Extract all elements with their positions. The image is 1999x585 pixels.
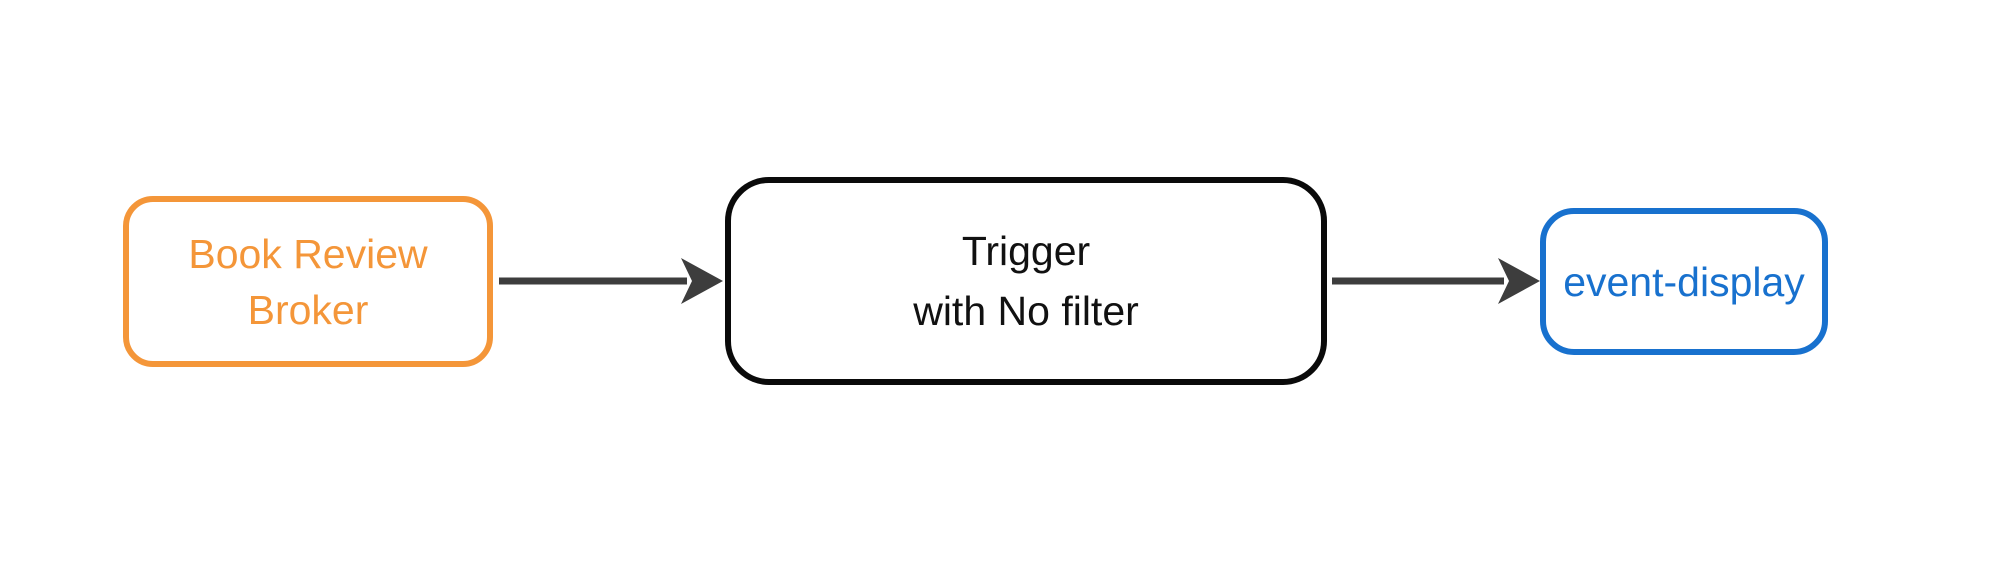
node-label: Trigger: [961, 228, 1091, 274]
arrowhead-icon: [1498, 258, 1540, 304]
arrow-trigger-to-event-display: [1332, 258, 1540, 304]
arrow-broker-to-trigger: [499, 258, 723, 304]
arrowhead-icon: [681, 258, 723, 304]
node-label: Book Review: [188, 230, 428, 277]
node-book-review-broker: Book Review Broker: [123, 196, 493, 367]
node-label: event-display: [1563, 258, 1805, 305]
node-label: with No filter: [913, 288, 1139, 334]
node-label: Broker: [247, 286, 369, 333]
node-trigger: Trigger with No filter: [725, 177, 1327, 385]
node-event-display: event-display: [1540, 208, 1828, 355]
